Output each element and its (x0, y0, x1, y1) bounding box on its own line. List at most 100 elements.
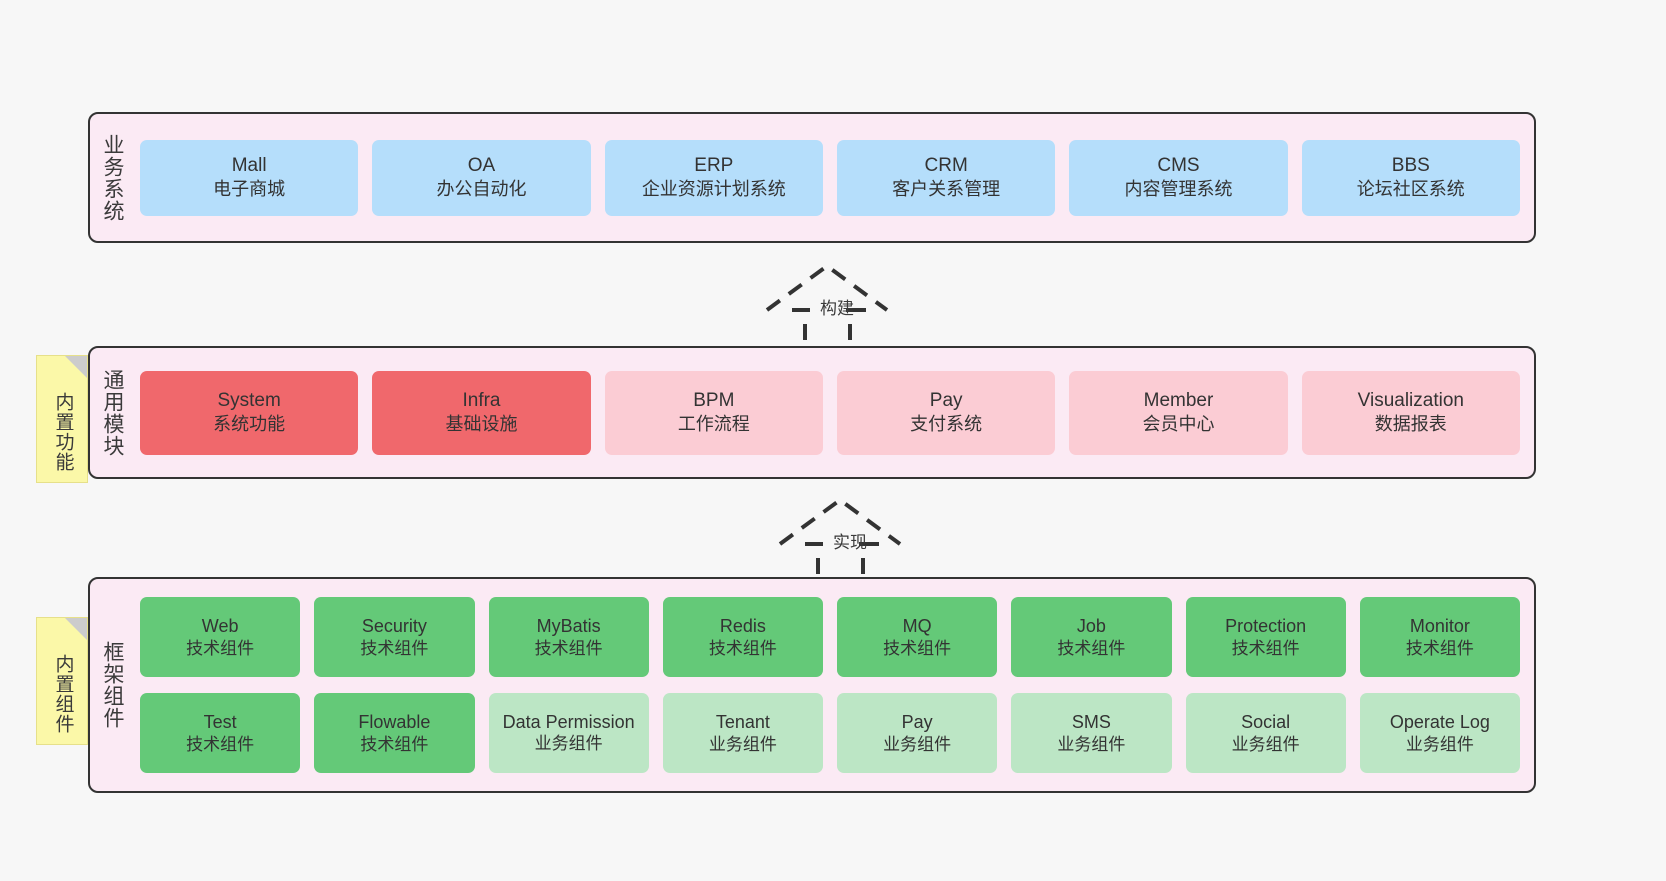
box-pay-module-desc: 支付系统 (910, 414, 983, 435)
box-social[interactable]: Social 业务组件 (1185, 693, 1346, 773)
note-builtin-functions-text: 内置功能 (52, 392, 74, 472)
box-bpm-desc: 工作流程 (677, 414, 750, 435)
box-social-desc: 业务组件 (1231, 734, 1300, 754)
box-oa-desc: 办公自动化 (436, 179, 527, 200)
box-test-name: Test (203, 712, 237, 733)
box-bbs-name: BBS (1391, 155, 1430, 177)
box-tenant-desc: 业务组件 (708, 734, 777, 754)
box-web-desc: 技术组件 (186, 638, 255, 658)
connector-build-label: 构建 (820, 299, 854, 318)
box-mq-desc: 技术组件 (883, 638, 952, 658)
layer-common-modules-title: 通用模块 (101, 368, 125, 457)
box-monitor[interactable]: Monitor 技术组件 (1359, 597, 1520, 677)
box-member[interactable]: Member 会员中心 (1069, 370, 1288, 455)
layer-common-modules-body: System 系统功能 Infra 基础设施 BPM 工作流程 Pay 支付系统… (134, 348, 1534, 477)
box-monitor-name: Monitor (1409, 616, 1470, 637)
box-system[interactable]: System 系统功能 (140, 370, 359, 455)
note-fold-icon (65, 618, 87, 640)
box-mybatis[interactable]: MyBatis 技术组件 (488, 597, 649, 677)
box-bpm[interactable]: BPM 工作流程 (604, 370, 823, 455)
box-visualization-desc: 数据报表 (1374, 414, 1447, 435)
box-erp-name: ERP (694, 155, 734, 177)
box-crm-name: CRM (924, 155, 968, 177)
box-infra-name: Infra (462, 390, 501, 412)
box-sms[interactable]: SMS 业务组件 (1011, 693, 1172, 773)
box-redis-desc: 技术组件 (708, 638, 777, 658)
box-cms-name: CMS (1157, 155, 1200, 177)
note-builtin-functions: 内置功能 (36, 355, 88, 483)
box-erp[interactable]: ERP 企业资源计划系统 (604, 139, 823, 216)
box-system-desc: 系统功能 (213, 414, 286, 435)
box-data-permission[interactable]: Data Permission 业务组件 (488, 693, 649, 773)
connector-implement-label: 实现 (833, 533, 867, 552)
box-security-desc: 技术组件 (360, 638, 429, 658)
box-mq[interactable]: MQ 技术组件 (837, 597, 998, 677)
box-mall[interactable]: Mall 电子商城 (140, 139, 359, 216)
box-sms-desc: 业务组件 (1057, 734, 1126, 754)
box-pay-component[interactable]: Pay 业务组件 (837, 693, 998, 773)
box-protection[interactable]: Protection 技术组件 (1185, 597, 1346, 677)
box-pay-module-name: Pay (929, 390, 963, 412)
note-builtin-components: 内置组件 (36, 617, 88, 745)
box-pay-module[interactable]: Pay 支付系统 (836, 370, 1056, 455)
box-mall-desc: 电子商城 (213, 179, 286, 200)
box-security-name: Security (361, 616, 427, 637)
box-protection-desc: 技术组件 (1231, 638, 1300, 658)
layer-framework-components-body: Web 技术组件 Security 技术组件 MyBatis 技术组件 Redi… (134, 579, 1534, 791)
layer-business-system: 业务系统 Mall 电子商城 OA 办公自动化 ERP 企业资源计划系统 CRM… (88, 112, 1536, 243)
connector-implement: 实现 (775, 492, 925, 588)
box-tenant[interactable]: Tenant 业务组件 (662, 693, 823, 773)
box-infra[interactable]: Infra 基础设施 (372, 370, 591, 455)
box-social-name: Social (1241, 712, 1291, 733)
box-job[interactable]: Job 技术组件 (1011, 597, 1172, 677)
box-sms-name: SMS (1071, 712, 1111, 733)
box-pay-component-name: Pay (901, 712, 933, 733)
box-bbs-desc: 论坛社区系统 (1356, 179, 1465, 200)
box-cms-desc: 内容管理系统 (1124, 179, 1233, 200)
box-pay-component-desc: 业务组件 (883, 734, 952, 754)
box-flowable-name: Flowable (358, 712, 431, 733)
box-job-name: Job (1076, 616, 1106, 637)
box-redis-name: Redis (719, 616, 766, 637)
box-job-desc: 技术组件 (1057, 638, 1126, 658)
box-flowable-desc: 技术组件 (360, 734, 429, 754)
box-security[interactable]: Security 技术组件 (314, 597, 475, 677)
box-crm-desc: 客户关系管理 (892, 179, 1001, 200)
layer-framework-components: 框架组件 Web 技术组件 Security 技术组件 MyBatis 技术组件… (88, 577, 1536, 793)
box-monitor-desc: 技术组件 (1405, 638, 1474, 658)
layer-business-system-body: Mall 电子商城 OA 办公自动化 ERP 企业资源计划系统 CRM 客户关系… (134, 114, 1534, 241)
box-member-desc: 会员中心 (1142, 414, 1215, 435)
box-visualization-name: Visualization (1357, 390, 1464, 412)
framework-row-technical: Web 技术组件 Security 技术组件 MyBatis 技术组件 Redi… (140, 597, 1520, 677)
note-fold-icon (65, 356, 87, 378)
box-operate-log[interactable]: Operate Log 业务组件 (1359, 693, 1520, 773)
box-crm[interactable]: CRM 客户关系管理 (836, 139, 1056, 216)
box-web[interactable]: Web 技术组件 (140, 597, 301, 677)
box-operate-log-name: Operate Log (1389, 712, 1490, 733)
layer-common-modules: 通用模块 System 系统功能 Infra 基础设施 BPM 工作流程 Pay… (88, 346, 1536, 479)
box-member-name: Member (1143, 390, 1214, 412)
box-redis[interactable]: Redis 技术组件 (662, 597, 823, 677)
box-flowable[interactable]: Flowable 技术组件 (314, 693, 475, 773)
connector-build: 构建 (762, 258, 912, 354)
framework-row-business: Test 技术组件 Flowable 技术组件 Data Permission … (140, 693, 1520, 773)
box-oa[interactable]: OA 办公自动化 (372, 139, 591, 216)
box-protection-name: Protection (1225, 616, 1307, 637)
box-visualization[interactable]: Visualization 数据报表 (1301, 370, 1520, 455)
box-system-name: System (217, 390, 281, 412)
box-web-name: Web (201, 616, 239, 637)
box-cms[interactable]: CMS 内容管理系统 (1069, 139, 1288, 216)
note-builtin-components-text: 内置组件 (52, 654, 74, 734)
box-oa-name: OA (467, 155, 496, 177)
box-mall-name: Mall (231, 155, 267, 177)
box-test-desc: 技术组件 (186, 734, 255, 754)
box-operate-log-desc: 业务组件 (1405, 734, 1474, 754)
box-test[interactable]: Test 技术组件 (140, 693, 301, 773)
box-data-permission-desc: 业务组件 (534, 734, 603, 754)
box-mybatis-desc: 技术组件 (534, 638, 603, 658)
box-tenant-name: Tenant (715, 712, 770, 733)
box-mybatis-name: MyBatis (536, 616, 601, 637)
box-bbs[interactable]: BBS 论坛社区系统 (1301, 139, 1520, 216)
box-infra-desc: 基础设施 (445, 414, 518, 435)
